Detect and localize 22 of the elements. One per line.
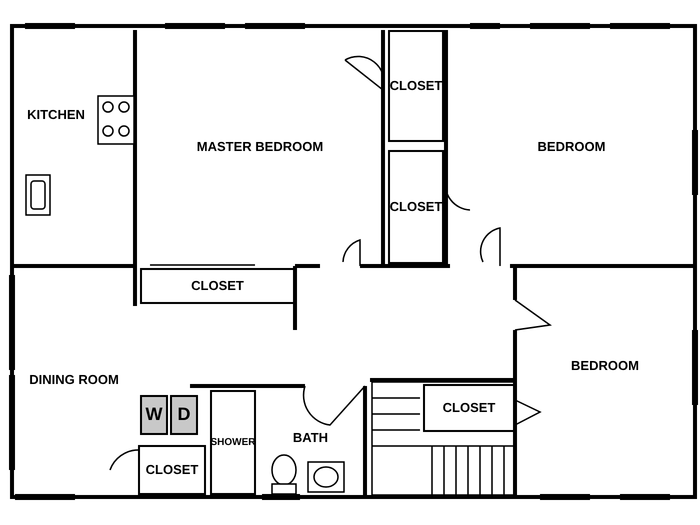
room-label: BATH [292,430,328,446]
room-outline [423,384,515,432]
room-outline [138,445,206,495]
room-label: SHOWER [210,436,256,448]
room-label: DINING ROOM [29,372,119,388]
room-label: KITCHEN [27,107,85,123]
room-label: MASTER BEDROOM [196,139,324,155]
appliance-letter: W [146,404,162,426]
room-label: CLOSET [390,78,442,94]
room-label: CLOSET [442,400,496,416]
appliance-box [140,395,168,435]
room-outline [388,150,444,264]
appliance-box [170,395,198,435]
room-label: CLOSET [390,199,442,215]
room-outline [388,30,444,142]
room-outline [140,268,295,304]
room-label: BEDROOM [571,358,639,374]
room-label: CLOSET [191,278,244,294]
appliance-letter: D [178,404,190,426]
room-label: CLOSET [146,462,198,478]
room-outline [210,390,256,495]
room-label: BEDROOM [538,139,606,155]
